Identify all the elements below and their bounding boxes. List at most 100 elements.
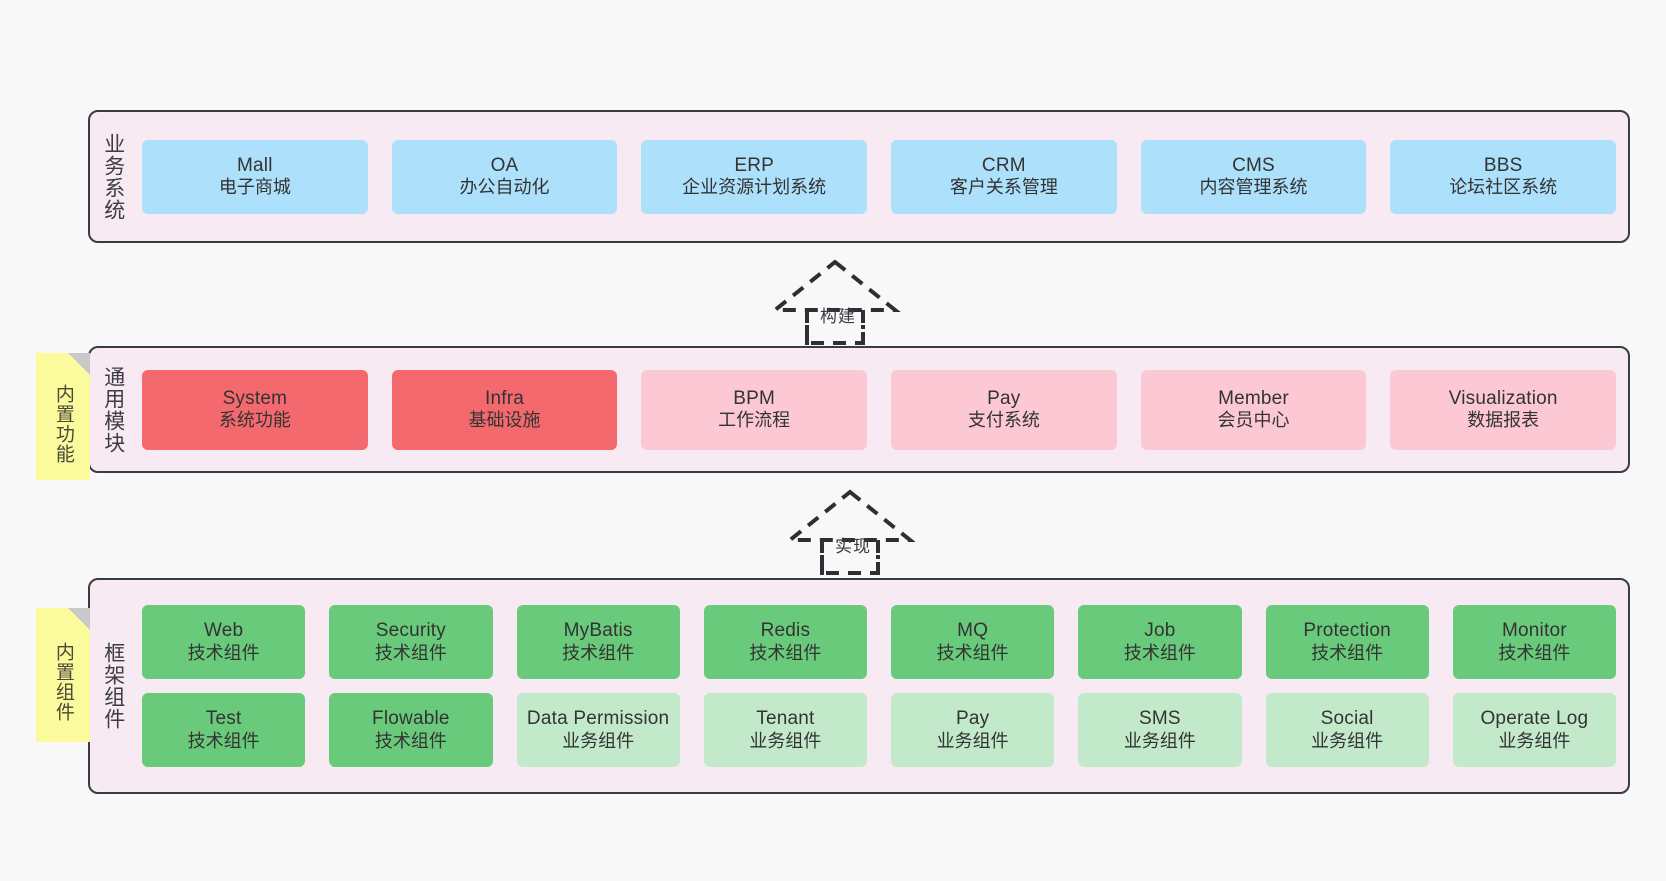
sticky-note-text: 内置组件 <box>52 642 74 722</box>
module-card-bpm[interactable]: BPM 工作流程 <box>641 369 868 450</box>
connector-label-implement: 实现 <box>835 537 871 556</box>
card-title-cn: 基础设施 <box>468 410 541 431</box>
sticky-note-builtin-component: 内置组件 <box>36 608 90 742</box>
component-card-sms[interactable]: SMS 业务组件 <box>1078 693 1242 767</box>
module-card-member[interactable]: Member 会员中心 <box>1140 369 1367 450</box>
card-title-cn: 内容管理系统 <box>1199 177 1308 198</box>
card-title-en: Web <box>203 620 244 642</box>
module-card-infra[interactable]: Infra 基础设施 <box>391 369 618 450</box>
connector-tail-icon <box>805 325 865 345</box>
component-card-test[interactable]: Test 技术组件 <box>142 693 306 767</box>
card-title-cn: 电子商城 <box>218 177 291 198</box>
card-row: Mall 电子商城 OA 办公自动化 ERP 企业资源计划系统 CRM 客户关系… <box>142 139 1617 214</box>
component-card-operate-log[interactable]: Operate Log 业务组件 <box>1452 693 1616 767</box>
layer-business-system: 业务系统 Mall 电子商城 OA 办公自动化 ERP 企业资源计划系统 CRM… <box>88 110 1630 243</box>
module-card-visualization[interactable]: Visualization 数据报表 <box>1390 369 1617 450</box>
card-title-en: Operate Log <box>1480 708 1589 730</box>
card-title-en: Pay <box>955 708 990 730</box>
component-card-redis[interactable]: Redis 技术组件 <box>703 605 867 679</box>
component-card-mq[interactable]: MQ 技术组件 <box>891 605 1055 679</box>
sticky-note-text: 内置功能 <box>52 383 74 464</box>
module-card-system[interactable]: System 系统功能 <box>142 369 368 450</box>
module-card-oa[interactable]: OA 办公自动化 <box>391 139 618 214</box>
layer-label-framework-component: 框架组件 <box>101 642 125 730</box>
card-title-en: Mall <box>237 154 273 176</box>
page-fold-icon <box>68 608 90 630</box>
component-card-social[interactable]: Social 业务组件 <box>1265 693 1429 767</box>
card-title-cn: 业务组件 <box>1311 730 1384 751</box>
module-card-crm[interactable]: CRM 客户关系管理 <box>891 139 1117 214</box>
card-title-cn: 技术组件 <box>562 642 635 663</box>
page-fold-icon <box>68 353 90 375</box>
card-title-cn: 数据报表 <box>1467 410 1540 431</box>
card-title-en: Protection <box>1303 620 1391 642</box>
generalization-arrow-icon <box>784 489 916 578</box>
card-title-en: System <box>222 387 288 409</box>
card-row: System 系统功能 Infra 基础设施 BPM 工作流程 Pay 支付系统… <box>142 369 1617 450</box>
card-title-en: ERP <box>734 154 775 176</box>
component-card-flowable[interactable]: Flowable 技术组件 <box>329 693 493 767</box>
layer-label-business-system: 业务系统 <box>101 132 125 221</box>
layer-body-framework-component: Web 技术组件 Security 技术组件 MyBatis 技术组件 Redi… <box>136 580 1628 792</box>
card-title-cn: 会员中心 <box>1217 410 1290 431</box>
card-title-en: Job <box>1144 620 1176 642</box>
component-card-tenant[interactable]: Tenant 业务组件 <box>703 693 867 767</box>
connector-build: 构建 <box>755 258 915 348</box>
card-title-en: MyBatis <box>563 620 633 642</box>
card-title-en: OA <box>490 154 519 176</box>
card-title-cn: 业务组件 <box>749 730 822 751</box>
card-title-en: MQ <box>957 620 989 642</box>
card-title-en: Monitor <box>1501 620 1567 642</box>
card-title-en: Pay <box>987 387 1021 409</box>
module-card-bbs[interactable]: BBS 论坛社区系统 <box>1390 139 1617 214</box>
card-title-cn: 技术组件 <box>187 642 260 663</box>
card-title-en: Tenant <box>756 708 815 730</box>
module-card-mall[interactable]: Mall 电子商城 <box>142 139 368 214</box>
card-title-en: SMS <box>1138 708 1181 730</box>
card-title-cn: 业务组件 <box>1498 730 1571 751</box>
card-title-cn: 业务组件 <box>562 730 635 751</box>
card-title-cn: 技术组件 <box>749 642 822 663</box>
module-card-pay[interactable]: Pay 支付系统 <box>891 369 1117 450</box>
layer-label-common-module: 通用模块 <box>101 365 125 454</box>
component-card-protection[interactable]: Protection 技术组件 <box>1265 605 1429 679</box>
card-row: Test 技术组件 Flowable 技术组件 Data Permission … <box>142 693 1616 767</box>
sticky-note-builtin-function: 内置功能 <box>36 353 90 480</box>
component-card-monitor[interactable]: Monitor 技术组件 <box>1452 605 1616 679</box>
card-title-en: Test <box>205 708 242 730</box>
card-title-cn: 技术组件 <box>1498 642 1571 663</box>
card-title-en: CRM <box>981 154 1026 176</box>
component-card-job[interactable]: Job 技术组件 <box>1078 605 1242 679</box>
card-title-en: CMS <box>1232 154 1275 176</box>
layer-body-common-module: System 系统功能 Infra 基础设施 BPM 工作流程 Pay 支付系统… <box>136 348 1628 471</box>
module-card-cms[interactable]: CMS 内容管理系统 <box>1140 139 1367 214</box>
card-title-en: Infra <box>484 387 525 409</box>
component-card-mybatis[interactable]: MyBatis 技术组件 <box>516 605 680 679</box>
layer-body-business-system: Mall 电子商城 OA 办公自动化 ERP 企业资源计划系统 CRM 客户关系… <box>136 112 1628 241</box>
card-title-en: Redis <box>760 620 811 642</box>
module-card-erp[interactable]: ERP 企业资源计划系统 <box>641 139 868 214</box>
component-card-web[interactable]: Web 技术组件 <box>142 605 306 679</box>
card-title-cn: 客户关系管理 <box>949 177 1058 198</box>
layer-common-module: 通用模块 System 系统功能 Infra 基础设施 BPM 工作流程 Pay… <box>88 346 1630 473</box>
component-card-security[interactable]: Security 技术组件 <box>329 605 493 679</box>
card-title-en: BPM <box>733 387 776 409</box>
connector-implement: 实现 <box>770 488 930 578</box>
layer-framework-component: 框架组件 Web 技术组件 Security 技术组件 MyBatis 技术组件… <box>88 578 1630 794</box>
card-title-cn: 技术组件 <box>374 642 447 663</box>
card-title-cn: 技术组件 <box>187 730 260 751</box>
card-title-cn: 办公自动化 <box>459 177 550 198</box>
component-card-data-permission[interactable]: Data Permission 业务组件 <box>516 693 680 767</box>
card-title-cn: 论坛社区系统 <box>1449 177 1558 198</box>
card-title-en: Member <box>1218 387 1289 409</box>
card-title-en: Flowable <box>372 708 450 730</box>
card-title-cn: 技术组件 <box>1311 642 1384 663</box>
card-title-en: BBS <box>1483 154 1523 176</box>
connector-tail-icon <box>820 555 880 575</box>
connector-label-build: 构建 <box>820 307 856 326</box>
card-title-cn: 企业资源计划系统 <box>682 177 827 198</box>
card-title-en: Security <box>375 620 446 642</box>
card-title-cn: 技术组件 <box>374 730 447 751</box>
component-card-pay[interactable]: Pay 业务组件 <box>891 693 1055 767</box>
